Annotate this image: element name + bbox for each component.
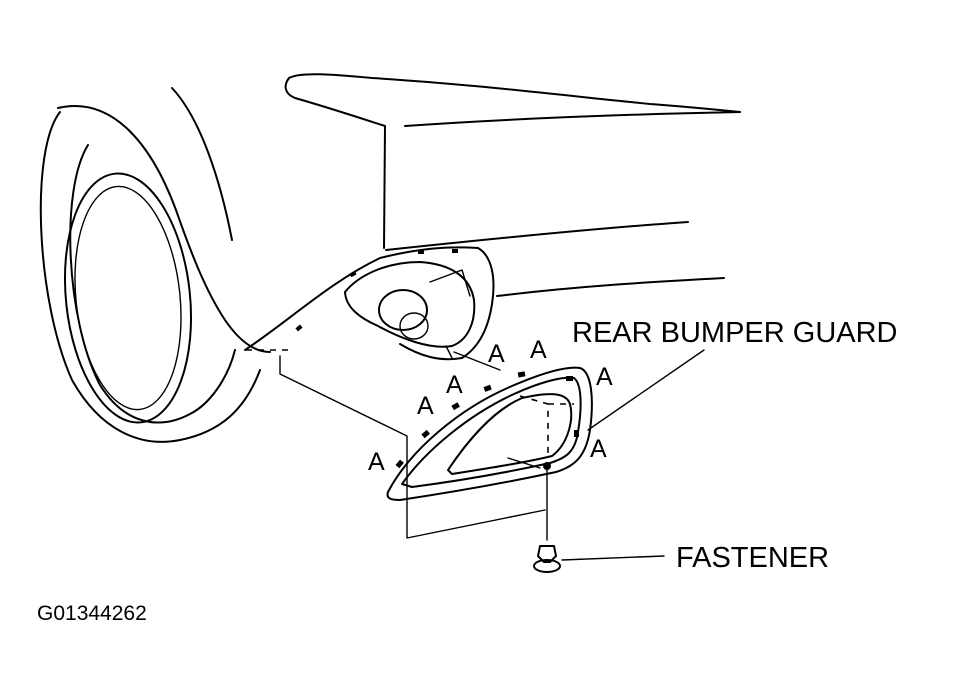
fastener-head [533,559,561,573]
clip-marker-a-6: A [596,363,613,391]
recess-clip-3 [418,250,424,254]
guard-clip-5 [517,371,526,378]
fender-arch [57,105,271,353]
recess-clip-1 [295,324,303,332]
body-side-line [383,125,386,249]
bumper-lower-line [496,277,725,297]
alignment-line-right [453,351,501,371]
wheel [39,111,261,443]
wheel-rim-inner [74,185,182,411]
fastener-body [537,545,557,563]
exhaust-pipe-tip [378,289,428,331]
vehicle-body [57,73,741,353]
bumper-recess [244,246,495,361]
tire-outer [39,111,261,443]
fastener-leader-line [561,555,665,561]
rear-bumper-guard [386,366,593,501]
guard-clip-1 [395,459,404,469]
recess-bracket [429,269,471,359]
guard-clip-3 [451,402,460,411]
recess-inner [344,261,476,348]
recess-clip-2 [349,270,357,278]
recess-outer [244,246,495,361]
guard-clip-2 [421,429,430,439]
recess-clip-4 [452,249,458,253]
figure-id-label: G01344262 [37,602,147,625]
trunk-lid-front-edge [284,77,386,127]
clip-marker-a-7: A [590,435,607,463]
body-lower-line [385,221,689,251]
guard-fastener-hole [543,462,551,470]
clip-marker-a-3: A [446,371,463,399]
alignment-lines [279,351,548,541]
clip-marker-a-1: A [368,448,385,476]
fender-arch-inner [171,87,233,241]
alignment-line-left [279,355,546,539]
exhaust-pipe-inner [399,312,429,340]
guard-leader-line [587,349,705,431]
clip-marker-a-2: A [417,392,434,420]
guard-inner-frame [401,376,582,488]
guard-rib [507,457,541,469]
trunk-lid-outline [288,73,741,113]
wheel-rim [63,172,193,424]
rear-bumper-guard-label: REAR BUMPER GUARD [572,317,898,349]
tire-inner [69,144,236,424]
fastener [533,545,665,573]
guard-outer [386,366,593,501]
fastener-label: FASTENER [676,542,829,574]
guard-clip-7 [574,430,579,437]
guard-clip-4 [483,384,492,392]
clip-marker-a-5: A [530,336,547,364]
trunk-lid-rear-edge [404,111,741,127]
guard-opening [447,393,573,475]
guard-hidden-edge [519,395,574,458]
guard-clip-6 [566,376,573,381]
clip-marker-a-4: A [488,340,505,368]
